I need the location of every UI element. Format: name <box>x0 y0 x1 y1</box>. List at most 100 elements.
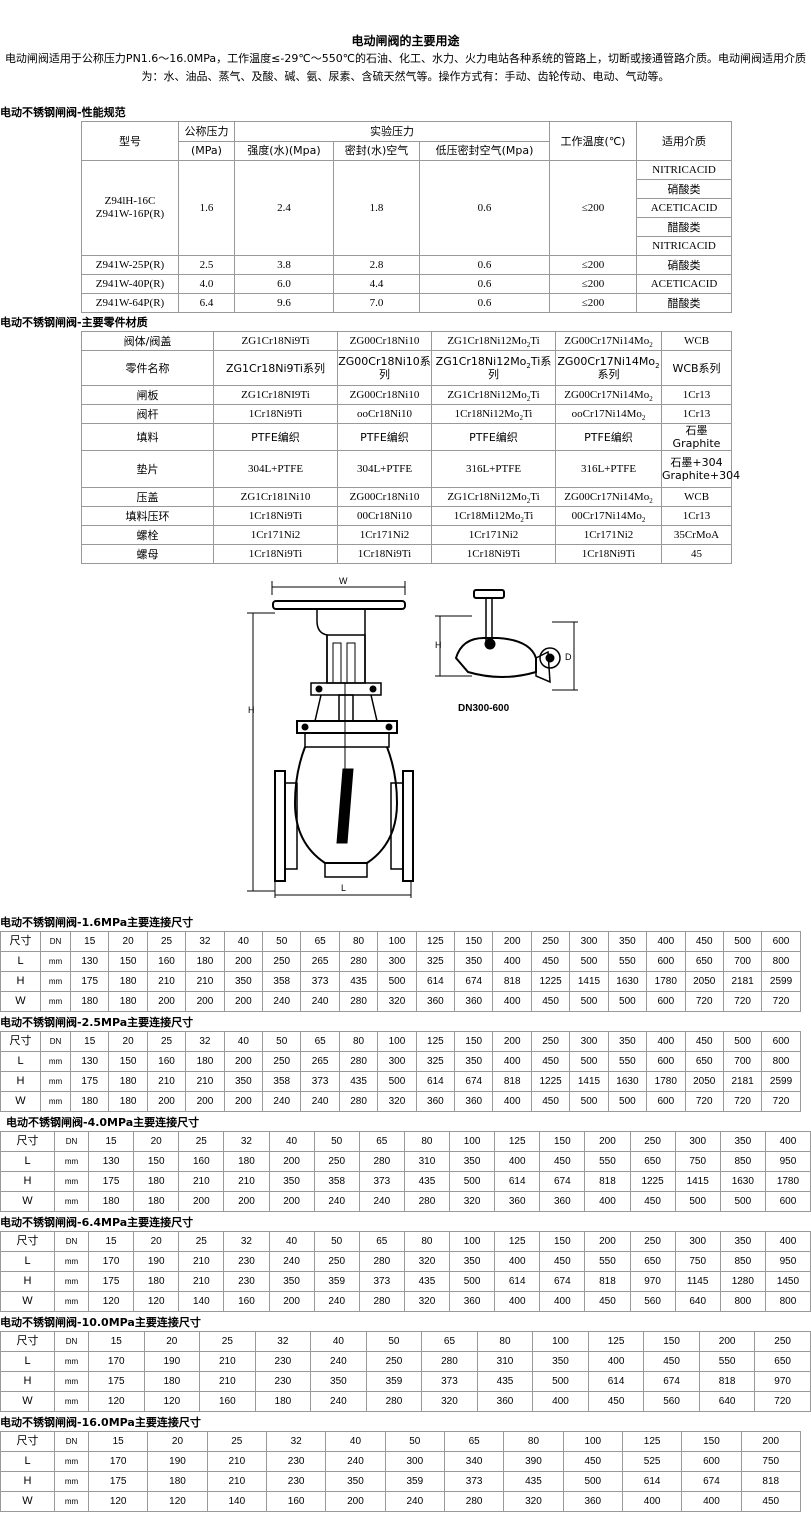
dim-cell: 450 <box>530 1051 571 1072</box>
dim-cell: 280 <box>338 1091 379 1112</box>
dim-cell: 450 <box>562 1451 623 1472</box>
dim-cell: 280 <box>443 1491 505 1512</box>
dim-cell: 80 <box>476 1331 534 1352</box>
dim-cell: 350 <box>719 1231 766 1252</box>
dim-cell: 300 <box>674 1231 721 1252</box>
dim-row-label: H <box>0 1171 55 1192</box>
dim-cell: 130 <box>69 1051 110 1072</box>
dim-cell: 400 <box>681 1491 742 1512</box>
dim-cell: 800 <box>764 1291 811 1312</box>
spec-medium: 醋酸类 <box>636 217 732 237</box>
material-cell: PTFE编织 <box>213 423 338 451</box>
dim-cell: 265 <box>300 1051 340 1072</box>
dim-cell: 674 <box>643 1371 700 1392</box>
material-cell: 1Cr18Ni9Ti <box>431 544 556 564</box>
dim-cell: 360 <box>415 1091 456 1112</box>
dim-cell: 1630 <box>607 971 648 992</box>
spec-group-temp: ≤200 <box>549 160 637 256</box>
dim-cell: 280 <box>358 1251 405 1272</box>
material-cell-text: 1Cr171Ni2 <box>583 528 634 541</box>
material-cell: ZG00Cr18Ni10 <box>337 331 432 351</box>
dim-row-unit: mm <box>54 1271 89 1292</box>
dim-cell: 400 <box>539 1291 586 1312</box>
dim-cell: 818 <box>584 1271 631 1292</box>
dim-cell: 450 <box>684 1031 724 1052</box>
dim-row-label: H <box>0 1071 41 1092</box>
dim-cell: 350 <box>268 1171 315 1192</box>
dim-cell: 310 <box>403 1151 451 1172</box>
dim-row-label: 尺寸 <box>0 1331 55 1352</box>
dim-cell: 250 <box>629 1231 676 1252</box>
dim-cell: 1780 <box>646 1071 686 1092</box>
dim-row-unit: mm <box>54 1171 89 1192</box>
material-cell: 1Cr18Mi12Mo2Ti <box>431 506 556 526</box>
dim-cell: 210 <box>185 1071 225 1092</box>
dim-table-heading: 电动不锈钢闸阀-2.5MPa主要连接尺寸 <box>0 1016 194 1029</box>
dim-cell: 160 <box>199 1391 256 1412</box>
material-cell: ZG1Cr18Ni12Mo2Ti <box>431 487 556 507</box>
dim-cell: 180 <box>108 1091 148 1112</box>
spec-medium: NITRICACID <box>636 160 732 180</box>
dim-cell: 640 <box>698 1391 756 1412</box>
dim-cell: 200 <box>223 951 264 972</box>
material-cell-text: PTFE编织 <box>251 430 300 444</box>
dim-cell: 240 <box>262 1091 302 1112</box>
dim-cell: 500 <box>448 1171 496 1192</box>
material-cell-text: ZG1Cr18Ni12Mo <box>447 388 527 401</box>
material-cell: PTFE编织 <box>337 423 432 451</box>
dim-cell: 720 <box>722 1091 763 1112</box>
dim-cell: 950 <box>764 1151 811 1172</box>
dim-cell: 200 <box>492 931 532 952</box>
spec-header-model: 型号 <box>81 121 179 161</box>
dim-cell: 100 <box>562 1431 623 1452</box>
material-row-label: 填料压环 <box>81 506 214 526</box>
dim-cell: 500 <box>569 991 609 1012</box>
dim-cell: 350 <box>325 1471 386 1492</box>
dim-cell: 65 <box>300 1031 340 1052</box>
dim-cell: 674 <box>539 1171 586 1192</box>
material-cell-text: ooCr18Ni10 <box>357 407 412 420</box>
material-cell-text: ZG1Cr18Ni12Mo <box>447 334 527 347</box>
dim-cell: 950 <box>764 1251 811 1272</box>
material-cell-text: 1Cr18Ni9Ti <box>357 547 412 560</box>
dim-cell: 170 <box>88 1351 145 1372</box>
dim-cell: 450 <box>629 1191 676 1212</box>
dim-cell: 200 <box>178 1191 225 1212</box>
dim-cell: 358 <box>262 971 302 992</box>
dim-cell: 240 <box>268 1251 315 1272</box>
dim-cell: 435 <box>476 1371 534 1392</box>
material-cell: 1Cr18Ni9Ti <box>555 544 662 564</box>
dim-cell: 32 <box>265 1431 327 1452</box>
dim-cell: 818 <box>740 1471 801 1492</box>
dim-cell: 1225 <box>629 1171 676 1192</box>
dim-cell: 250 <box>754 1331 811 1352</box>
dim-cell: 120 <box>87 1491 149 1512</box>
material-cell-text: 35CrMoA <box>673 528 720 541</box>
dim-cell: 325 <box>415 951 456 972</box>
dim-row-label: W <box>0 1191 55 1212</box>
dim-cell: 180 <box>133 1171 180 1192</box>
material-cell-text: ZG1Cr18Ni12Mo <box>447 490 527 503</box>
dim-row-unit: mm <box>54 1371 89 1392</box>
spec-cell: ≤200 <box>549 293 637 313</box>
dim-cell: 210 <box>199 1351 256 1372</box>
dim-cell: 160 <box>223 1291 270 1312</box>
dim-cell: 600 <box>764 1191 811 1212</box>
dim-cell: 350 <box>268 1271 315 1292</box>
material-cell-text: WCB系列 <box>672 361 721 375</box>
dim-row-unit: mm <box>54 1491 89 1512</box>
dim-cell: 100 <box>532 1331 589 1352</box>
dim-cell: 250 <box>530 931 571 952</box>
spec-medium: NITRICACID <box>636 236 732 256</box>
dim-cell: 25 <box>178 1131 225 1152</box>
material-cell: ZG00Cr18Ni10 <box>337 385 432 405</box>
dim-cell: 50 <box>384 1431 445 1452</box>
dim-cell: 373 <box>421 1371 478 1392</box>
material-cell: ZG00Cr17Ni14Mo2 <box>555 331 662 351</box>
